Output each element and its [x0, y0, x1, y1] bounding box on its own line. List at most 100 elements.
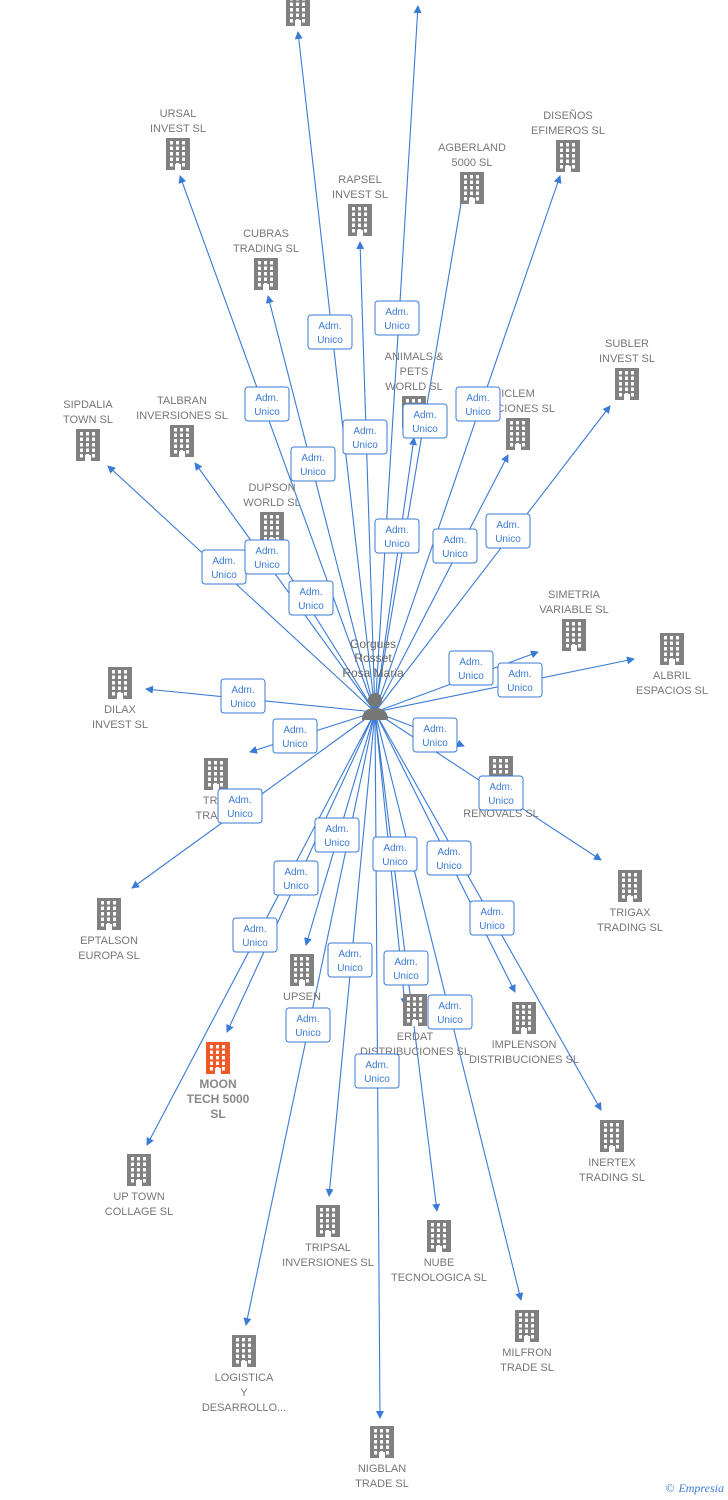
center-person[interactable]: Gorgues Rosset Rosa Maria: [342, 637, 404, 720]
edge-label-adm-unico[interactable]: Adm.Unico: [327, 942, 373, 978]
company-label-line: SUBLER: [605, 338, 649, 350]
edge-label-line-1: Adm.: [255, 393, 278, 404]
company-label-line: TRIPSAL: [305, 1242, 351, 1254]
building-icon: [460, 172, 484, 204]
edge-label-line-1: Adm.: [338, 949, 361, 960]
edge-label-adm-unico[interactable]: Adm.Unico: [290, 446, 336, 482]
edge-label-adm-unico[interactable]: Adm.Unico: [455, 386, 501, 422]
company-label-line: LOGISTICA: [215, 1372, 274, 1384]
company-label-line: PETS: [400, 366, 429, 378]
edge-label-adm-unico[interactable]: Adm.Unico: [402, 403, 448, 439]
edge-label-line-1: Adm.: [255, 546, 278, 557]
edge-label-line-2: Unico: [495, 534, 521, 545]
edge-label-adm-unico[interactable]: Adm.Unico: [244, 386, 290, 422]
edge-label-adm-unico[interactable]: Adm.Unico: [478, 775, 524, 811]
edge-label-adm-unico[interactable]: Adm.Unico: [244, 539, 290, 575]
person-icon[interactable]: [362, 693, 388, 720]
company-label-line: ANIMALS &: [385, 351, 444, 363]
edge-label-adm-unico[interactable]: Adm.Unico: [217, 788, 263, 824]
company-label-line: TRADE SL: [500, 1362, 554, 1374]
edge-label-adm-unico[interactable]: Adm.Unico: [285, 1007, 331, 1043]
edge-label-line-1: Adm.: [437, 847, 460, 858]
edge-label-adm-unico[interactable]: Adm.Unico: [273, 860, 319, 896]
edge-label-adm-unico[interactable]: Adm.Unico: [374, 518, 420, 554]
edge-label-adm-unico[interactable]: Adm.Unico: [427, 994, 473, 1030]
edge-label-adm-unico[interactable]: Adm.Unico: [220, 678, 266, 714]
edge-label-adm-unico[interactable]: Adm.Unico: [485, 513, 531, 549]
edge-label-line-2: Unico: [436, 861, 462, 872]
company-label-line: TRADING SL: [233, 243, 299, 255]
edge-label-adm-unico[interactable]: Adm.Unico: [412, 717, 458, 753]
edge-animals: [374, 437, 417, 713]
company-label-line: TALBRAN: [157, 395, 207, 407]
edge-label-adm-unico[interactable]: Adm.Unico: [272, 718, 318, 754]
edge-label-adm-unico[interactable]: Adm.Unico: [497, 662, 543, 698]
edge-label-adm-unico[interactable]: Adm.Unico: [374, 300, 420, 336]
building-icon: [286, 0, 310, 26]
company-label-line: EUROPA SL: [78, 950, 140, 962]
company-label-line: COLLAGE SL: [105, 1206, 173, 1218]
company-label-line: URSAL: [160, 108, 197, 120]
company-node-disenos[interactable]: DISEÑOS EFIMEROS SL: [531, 109, 605, 172]
edge-label-line-2: Unico: [422, 738, 448, 749]
edge-label-line-2: Unico: [437, 1015, 463, 1026]
edge-label-adm-unico[interactable]: Adm.Unico: [469, 900, 515, 936]
company-label-line: TECNOLOGICA SL: [391, 1272, 487, 1284]
company-label-line: DUPSON: [248, 482, 295, 494]
edge-label-line-1: Adm.: [228, 795, 251, 806]
edge-label-line-2: Unico: [364, 1074, 390, 1085]
company-node-uptown[interactable]: UP TOWN COLLAGE SL: [105, 1154, 173, 1218]
edge-label-line-1: Adm.: [443, 535, 466, 546]
edge-label-adm-unico[interactable]: Adm.Unico: [372, 836, 418, 872]
edge-label-line-2: Unico: [507, 683, 533, 694]
edge-sipdalia: [107, 465, 376, 713]
edge-label-adm-unico[interactable]: Adm.Unico: [383, 950, 429, 986]
edge-label-adm-unico[interactable]: Adm.Unico: [354, 1053, 400, 1089]
edge-label-adm-unico[interactable]: Adm.Unico: [432, 528, 478, 564]
company-node-top1[interactable]: [286, 0, 310, 26]
company-node-logistica[interactable]: LOGISTICAYDESARROLLO...: [202, 1335, 286, 1414]
company-label-line: NIGBLAN: [358, 1463, 406, 1475]
edge-label-adm-unico[interactable]: Adm.Unico: [314, 817, 360, 853]
company-label-line: DESARROLLO...: [202, 1402, 286, 1414]
edge-label-adm-unico[interactable]: Adm.Unico: [288, 580, 334, 616]
edge-label-adm-unico[interactable]: Adm.Unico: [342, 419, 388, 455]
company-label-line: EFIMEROS SL: [531, 125, 605, 137]
company-label-line: DISEÑOS: [543, 109, 593, 122]
edge-label-line-1: Adm.: [243, 924, 266, 935]
edge-label-adm-unico[interactable]: Adm.Unico: [232, 917, 278, 953]
edge-label-adm-unico[interactable]: Adm.Unico: [307, 314, 353, 350]
edge-label-line-1: Adm.: [353, 426, 376, 437]
edge-label-adm-unico[interactable]: Adm.Unico: [448, 650, 494, 686]
company-label-line: IMPLENSON: [492, 1039, 557, 1051]
footer-brand[interactable]: ©Empresia: [665, 1481, 724, 1496]
edge-label-line-2: Unico: [324, 838, 350, 849]
company-label-line: UP TOWN: [113, 1191, 164, 1203]
company-label-line: TOWN SL: [63, 414, 113, 426]
edge-label-adm-unico[interactable]: Adm. Unico: [426, 840, 472, 876]
edge-label-adm-unico[interactable]: Adm.Unico: [201, 549, 247, 585]
